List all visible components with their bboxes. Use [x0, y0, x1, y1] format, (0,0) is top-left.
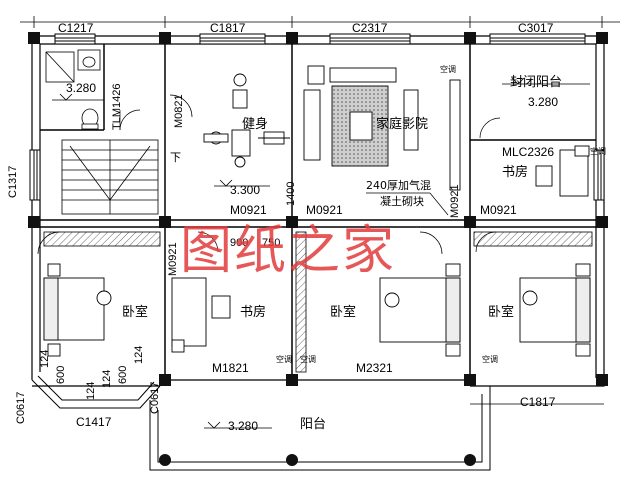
- window-code-bay-front: C1417: [76, 415, 112, 429]
- bedroom-right-furniture: [519, 263, 591, 357]
- window-code-bay-right: C0617: [149, 381, 161, 414]
- wall-annotation-leader: [366, 192, 449, 216]
- ac-label-1: 空调: [440, 65, 456, 74]
- door-code-study-right: MLC2326: [502, 145, 555, 159]
- ac-label-2: 空调: [590, 147, 606, 156]
- room-bedroom-right: 卧室: [488, 305, 515, 320]
- dim-bay-a: 600: [55, 365, 67, 384]
- watermark: 图纸之家: [180, 221, 397, 281]
- wall-note-line2: 凝土砌块: [380, 195, 424, 208]
- window-code-c2317: C2317: [352, 21, 388, 35]
- door-code-gym: M0821: [173, 94, 185, 128]
- dim-bay-f: 124: [39, 349, 51, 368]
- room-balcony: 阳台: [300, 417, 327, 432]
- dim-bay-d: 600: [117, 365, 129, 384]
- door-code-wall-gap: M0921: [449, 184, 461, 218]
- ac-label-5: 空调: [482, 355, 498, 364]
- theater-furniture: [303, 65, 461, 191]
- window-code-bottom-right: C1817: [520, 395, 556, 409]
- elevation-balcony: 3.280: [228, 419, 259, 433]
- structural-columns: [28, 32, 608, 386]
- window-code-c1817: C1817: [210, 21, 246, 35]
- top-dimension-line: [20, 16, 620, 28]
- staircase: [61, 139, 159, 215]
- study-right-furniture: [535, 145, 590, 197]
- window-code-c3017: C3017: [518, 21, 554, 35]
- dim-bay-b: 124: [85, 381, 97, 400]
- room-gym: 健身: [242, 117, 269, 132]
- window-code-left: C1317: [7, 165, 19, 198]
- bedroom-center-furniture: [379, 263, 461, 357]
- bay-window: [31, 375, 161, 409]
- dim-900: 900: [230, 237, 249, 249]
- door-code-closet: M0921: [167, 242, 179, 276]
- window-code-c1217: C1217: [58, 21, 94, 35]
- door-code-bed-right: M0921: [480, 203, 517, 217]
- balcony-posts: [159, 454, 476, 466]
- stair-down-label: 下: [170, 151, 181, 164]
- room-bedroom-left: 卧室: [122, 305, 149, 320]
- door-code-study-left: M1821: [212, 361, 249, 375]
- door-swings: [37, 94, 501, 255]
- wall-note-line1: 240厚加气混: [366, 179, 431, 192]
- bedroom-left-furniture: [43, 263, 112, 357]
- dim-750: 750: [262, 237, 281, 249]
- elevation-enclosed-balcony: 3.280: [528, 95, 559, 109]
- door-code-bed-center: M2321: [356, 361, 393, 375]
- dim-1400: 1400: [285, 181, 297, 206]
- dim-bay-e: 124: [133, 345, 145, 364]
- interior-walls: [40, 44, 604, 380]
- wardrobes: [43, 231, 593, 373]
- room-bedroom-center: 卧室: [330, 305, 357, 320]
- ac-label-3: 空调: [276, 355, 292, 364]
- dim-bay-c: 124: [101, 369, 113, 388]
- door-code-bed1: M0921: [230, 203, 267, 217]
- door-code-bed2: M0921: [306, 203, 343, 217]
- top-windows: [29, 33, 605, 201]
- room-home-theater: 家庭影院: [376, 117, 429, 132]
- toilet-fixtures: [45, 49, 101, 130]
- elevation-toilet: 3.280: [66, 81, 97, 95]
- elevation-markers: [52, 77, 590, 429]
- balcony-railing: [149, 386, 491, 471]
- door-code-toilet: TLM1426: [111, 83, 123, 130]
- window-code-bay-left: C0617: [15, 391, 27, 424]
- ac-label-4: 空调: [300, 355, 316, 364]
- study-left-furniture: [171, 277, 231, 353]
- gym-equipment: [203, 73, 290, 168]
- room-study-left: 书房: [240, 305, 267, 320]
- room-study-right: 书房: [502, 165, 529, 180]
- elevation-gym: 3.300: [230, 183, 261, 197]
- room-enclosed-balcony: 封闭阳台: [510, 75, 563, 90]
